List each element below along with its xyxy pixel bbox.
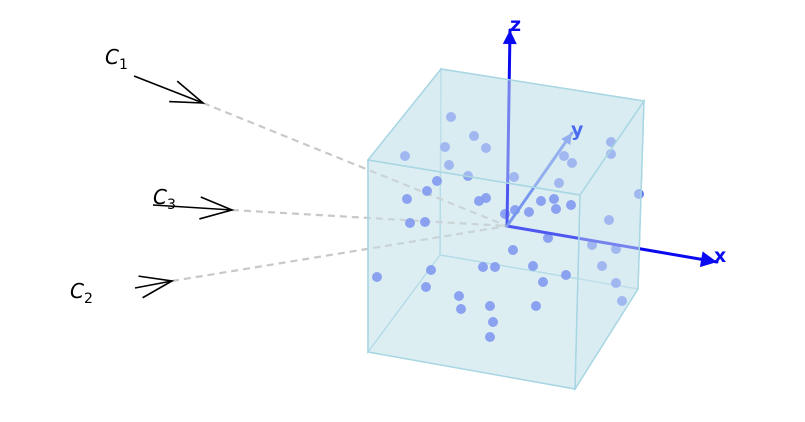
data-point [454, 291, 464, 301]
camera-3-arrow [152, 196, 235, 220]
camera-3-arrow-head [199, 196, 235, 220]
camera-1-arrow-head [169, 80, 206, 104]
data-point [531, 301, 541, 311]
sight-line-c2 [171, 224, 508, 283]
data-point [432, 176, 442, 186]
data-point [549, 194, 559, 204]
camera-1-arrow [133, 75, 206, 104]
cameras [133, 75, 235, 299]
data-point [536, 196, 546, 206]
data-point [490, 262, 500, 272]
data-point [538, 277, 548, 287]
camera-3-arrow-shaft [152, 204, 233, 211]
axis-z-label: z [510, 14, 521, 36]
axis-x-label: x [714, 245, 726, 267]
camera-2-arrow-shaft [134, 280, 173, 289]
data-point [551, 204, 561, 214]
data-point [528, 261, 538, 271]
data-point [421, 282, 431, 292]
axis-z-arrow-head [502, 30, 517, 45]
data-point [485, 332, 495, 342]
camera-2-label: C2 [70, 279, 93, 307]
cube-front-faces [366, 68, 646, 392]
data-point [456, 304, 466, 314]
data-point [485, 301, 495, 311]
data-point [478, 262, 488, 272]
data-point [422, 186, 432, 196]
sight-line-c1 [202, 101, 508, 228]
camera-3-label: C3 [153, 185, 176, 213]
axis-x-arrow-head [699, 251, 717, 268]
data-point [566, 200, 576, 210]
data-point [561, 270, 571, 280]
data-point [426, 265, 436, 275]
data-point [405, 218, 415, 228]
data-point [524, 207, 534, 217]
data-point [402, 194, 412, 204]
camera-sight-lines [171, 101, 508, 283]
data-point [508, 245, 518, 255]
camera-1-label: C1 [105, 45, 128, 73]
camera-2-arrow-head [138, 275, 175, 299]
cube-front-face [367, 159, 581, 390]
data-point [372, 272, 382, 282]
data-point [488, 317, 498, 327]
sight-line-c3 [231, 208, 508, 228]
axis-y-label: y [571, 119, 584, 141]
data-point [481, 193, 491, 203]
camera-1-arrow-shaft [133, 75, 204, 104]
data-point [420, 217, 430, 227]
camera-2-arrow [134, 275, 175, 299]
data-point [543, 233, 553, 243]
